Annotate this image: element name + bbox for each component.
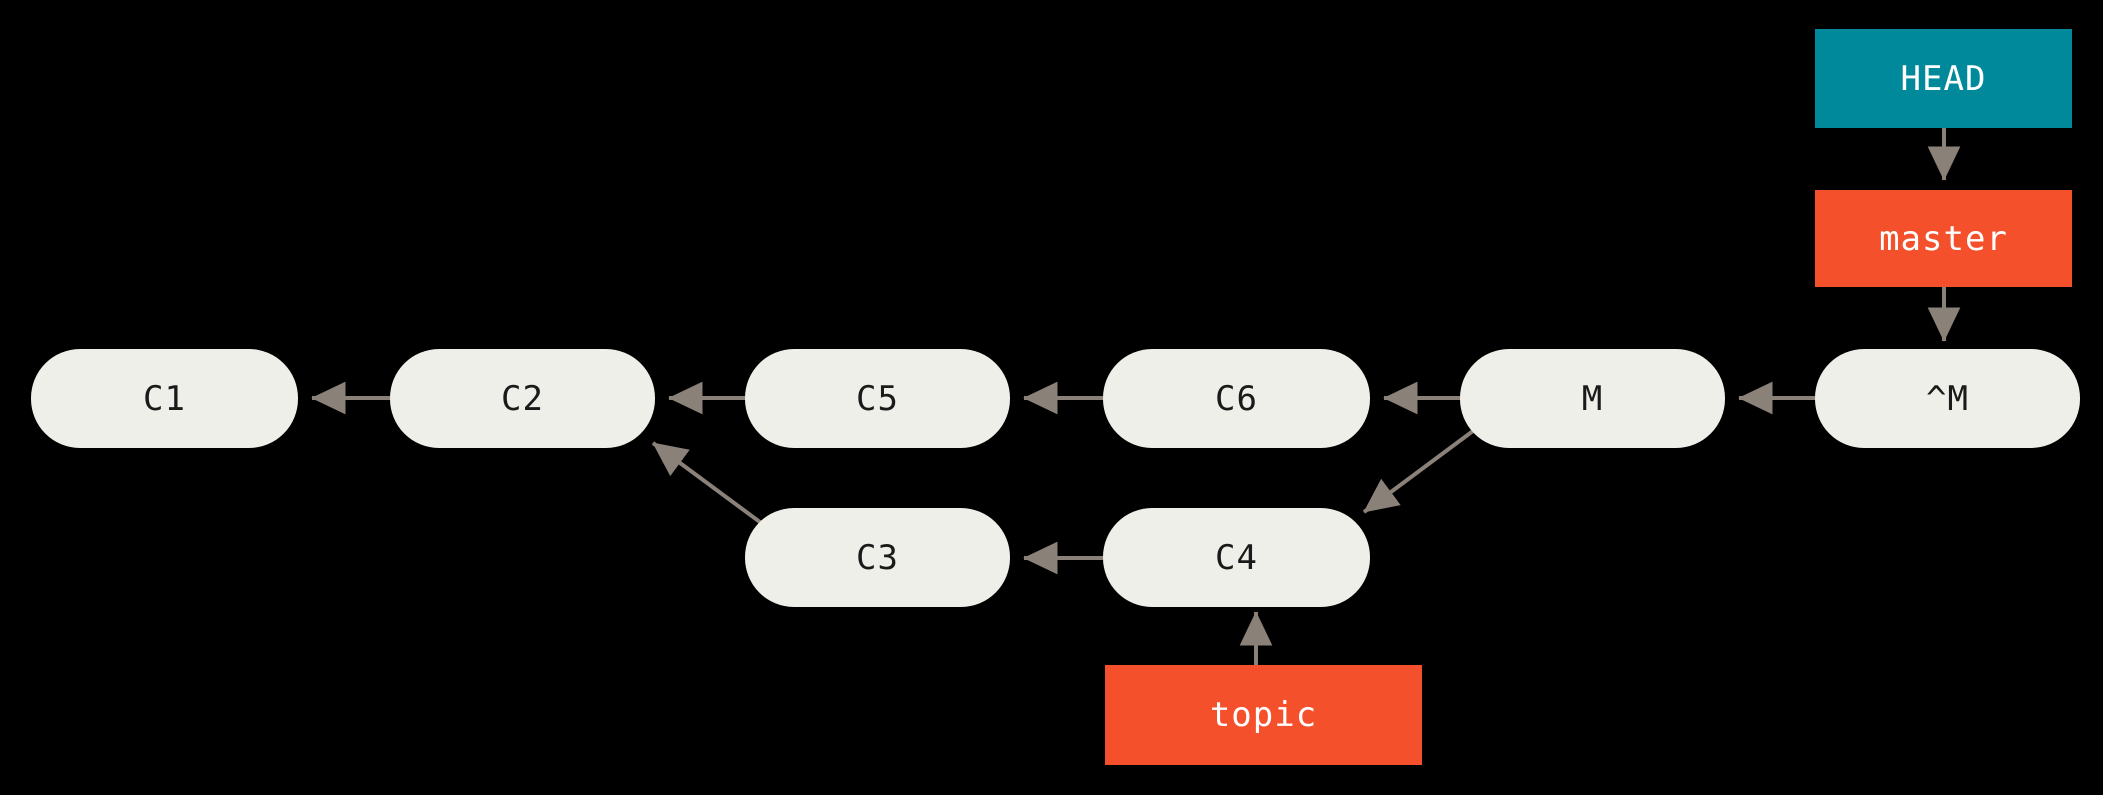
edge-m-to-c4: [1362, 426, 1479, 514]
commit-label: M: [1581, 378, 1604, 419]
commit-node-c2[interactable]: C2: [390, 349, 655, 448]
commit-node-c6[interactable]: C6: [1103, 349, 1370, 448]
ref-node-head[interactable]: HEAD: [1815, 29, 2072, 128]
commit-label: ^M: [1926, 378, 1969, 419]
commit-label: C1: [143, 378, 186, 419]
ref-label: HEAD: [1900, 58, 1987, 99]
commit-node-c5[interactable]: C5: [745, 349, 1010, 448]
commit-label: C6: [1215, 378, 1258, 419]
commit-label: C3: [856, 537, 899, 578]
edge-c3-to-c2: [651, 441, 770, 530]
commit-node-caret-m[interactable]: ^M: [1815, 349, 2080, 448]
commit-label: C5: [856, 378, 899, 419]
ref-node-topic[interactable]: topic: [1105, 665, 1422, 765]
commit-node-c3[interactable]: C3: [745, 508, 1010, 607]
commit-label: C2: [501, 378, 544, 419]
ref-label: topic: [1209, 695, 1318, 735]
ref-label: master: [1879, 218, 2008, 259]
commit-node-c1[interactable]: C1: [31, 349, 298, 448]
ref-node-master[interactable]: master: [1815, 190, 2072, 287]
commit-node-m[interactable]: M: [1460, 349, 1725, 448]
commit-label: C4: [1215, 537, 1258, 578]
commit-node-c4[interactable]: C4: [1103, 508, 1370, 607]
